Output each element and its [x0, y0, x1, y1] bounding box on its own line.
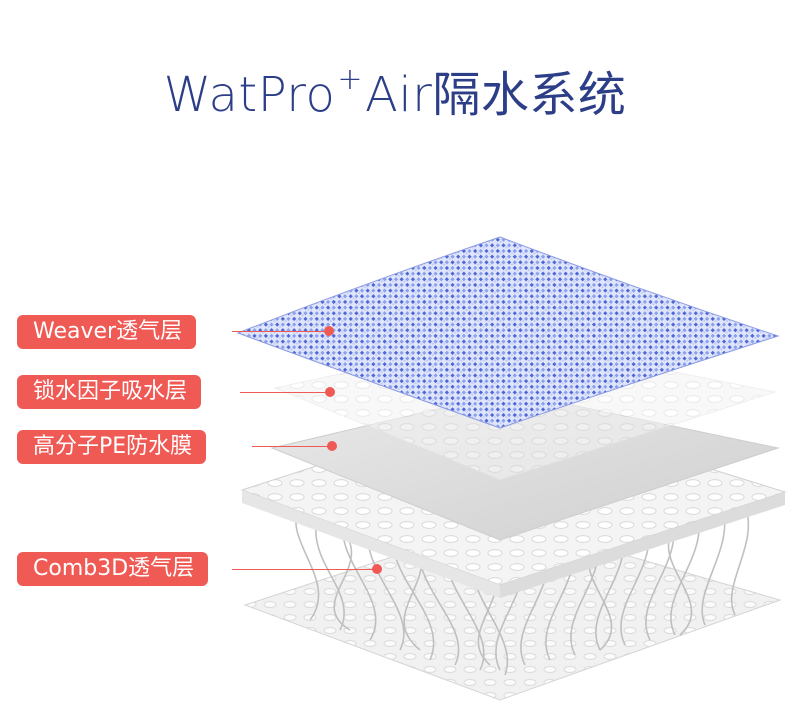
leader-absorbent: [240, 392, 330, 393]
leader-pe: [252, 446, 332, 447]
label-absorbent-layer: 锁水因子吸水层: [17, 375, 202, 409]
label-weaver-layer: Weaver透气层: [17, 315, 197, 349]
weaver-layer: [236, 236, 780, 429]
marker-weaver: [324, 326, 334, 336]
title-superscript: +: [337, 62, 363, 97]
marker-pe: [327, 441, 337, 451]
leader-weaver: [232, 331, 328, 332]
label-pe-membrane: 高分子PE防水膜: [17, 430, 207, 464]
marker-comb3d: [372, 564, 382, 574]
label-comb3d-layer: Comb3D透气层: [17, 552, 209, 586]
page-title: WatPro+Air隔水系统: [0, 62, 790, 125]
title-prefix: WatPro: [163, 67, 336, 123]
marker-absorbent: [325, 387, 335, 397]
leader-comb3d: [232, 569, 376, 570]
title-suffix: Air隔水系统: [365, 67, 627, 123]
